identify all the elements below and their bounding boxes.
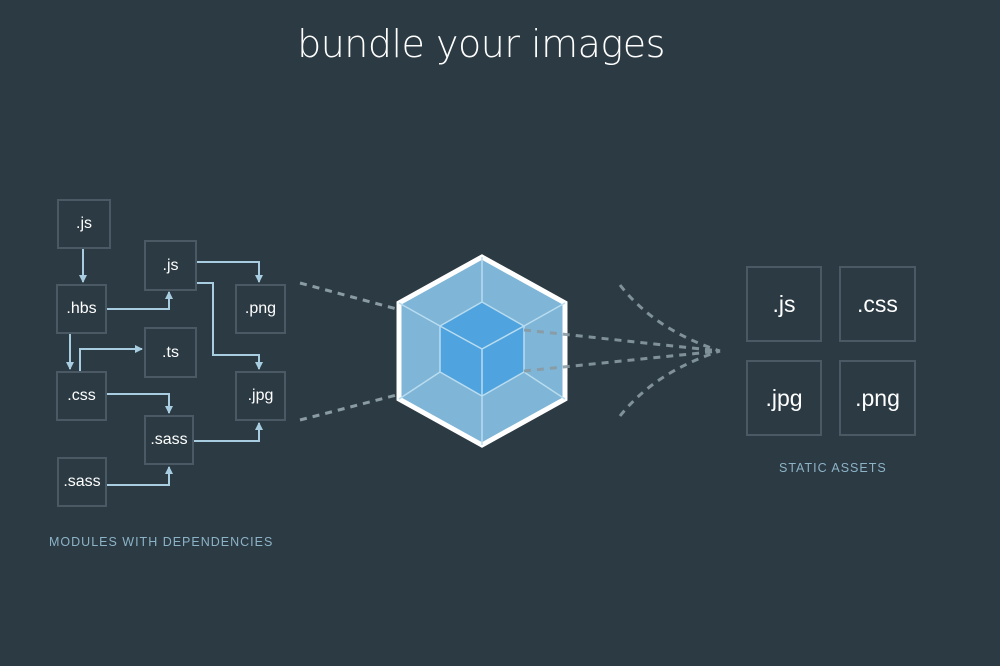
module-css: .css — [56, 371, 107, 421]
assets-caption: STATIC ASSETS — [779, 461, 887, 475]
dependency-arrows — [66, 249, 263, 486]
modules-caption: MODULES WITH DEPENDENCIES — [49, 535, 274, 549]
dashed-output-lines — [523, 284, 721, 417]
arrow-hbs-js — [107, 291, 173, 310]
arrow-css-sass — [107, 393, 173, 414]
arrow-css-ts — [79, 345, 143, 371]
arrow-js-jpg — [197, 282, 263, 370]
arrow-sass-jpg — [194, 422, 263, 442]
asset-css: .css — [839, 266, 916, 342]
module-sass: .sass — [144, 415, 194, 465]
module-js: .js — [57, 199, 111, 249]
page-title: bundle your images — [297, 22, 665, 66]
arrow-js-png — [197, 261, 263, 283]
module-js: .js — [144, 240, 197, 291]
asset-js: .js — [746, 266, 822, 342]
module-ts: .ts — [144, 327, 197, 378]
module-png: .png — [235, 284, 286, 334]
module-hbs: .hbs — [56, 284, 107, 334]
asset-jpg: .jpg — [746, 360, 822, 436]
asset-png: .png — [839, 360, 916, 436]
module-jpg: .jpg — [235, 371, 286, 421]
arrow-sass2-sass — [107, 466, 173, 486]
module-sass: .sass — [57, 457, 107, 507]
webpack-cube-logo — [396, 254, 568, 448]
